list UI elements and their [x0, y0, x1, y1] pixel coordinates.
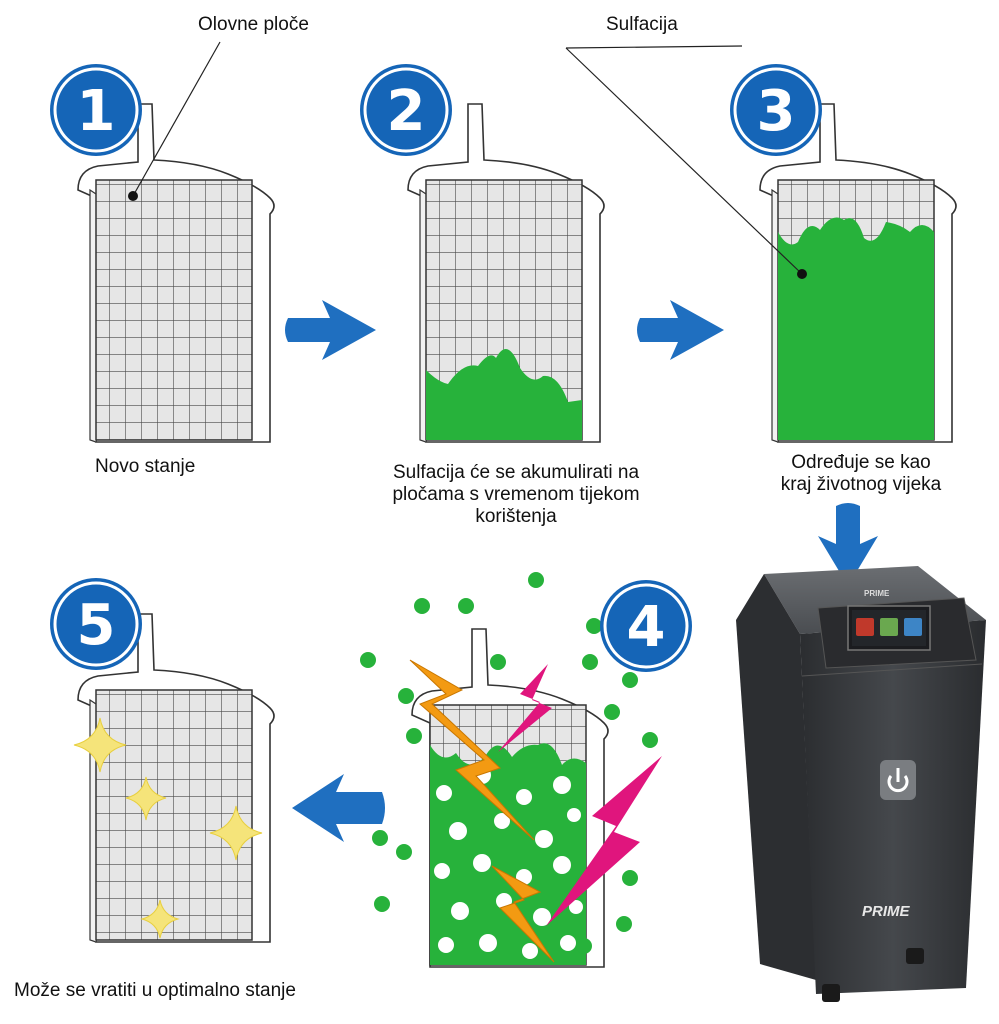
wheel [822, 984, 840, 1002]
step-number: 5 [77, 593, 116, 658]
step-badge-3: 3 [730, 64, 822, 156]
step-badge-4: 4 [600, 580, 692, 672]
device-brand-top: PRIME [864, 589, 890, 598]
step-badge-2: 2 [360, 64, 452, 156]
label-new-state: Novo stanje [95, 456, 196, 477]
plate-1 [77, 103, 275, 443]
label-sulfation: Sulfacija [606, 14, 678, 35]
label-restore-optimal: Može se vratiti u optimalno stanje [14, 980, 296, 1001]
device-brand-front: PRIME [862, 903, 911, 920]
lightning-orange-icon [409, 659, 535, 841]
step-number: 2 [387, 79, 426, 144]
screen-button-2[interactable] [880, 618, 898, 636]
sulfation-leader [565, 47, 803, 275]
label-line: kraj životnog vijeka [780, 474, 942, 495]
sparkle-3-icon [209, 805, 263, 861]
plate-2 [407, 103, 605, 443]
arrow-right-1-icon [285, 300, 376, 360]
label-end-of-life: Određuje se kao kraj životnog vijeka [756, 452, 966, 496]
label-line: korištenja [475, 506, 557, 527]
screen-button-1[interactable] [856, 618, 874, 636]
arrow-right-2-icon [637, 300, 724, 360]
lead-plates-leader [132, 41, 221, 197]
sulfation-layer-low [426, 349, 582, 440]
sulfation-layer-full [778, 217, 934, 440]
sparkle-1-icon [73, 717, 127, 773]
plate-4 [411, 628, 609, 968]
step-number: 1 [77, 79, 116, 144]
arrow-down-icon [818, 503, 878, 586]
plate-5 [77, 613, 275, 943]
label-line: pločama s vremenom tijekom [392, 484, 640, 505]
sulfation-leader-top [565, 45, 743, 49]
sparkle-4-icon [140, 899, 180, 939]
sparkle-2-icon [125, 776, 167, 821]
step-number: 3 [757, 79, 796, 144]
power-icon [887, 768, 909, 793]
screen-button-3[interactable] [904, 618, 922, 636]
wheel [906, 948, 924, 964]
lightning-orange-small-icon [491, 865, 555, 963]
arrow-left-icon [292, 774, 385, 842]
desulfator-device: PRIME PRIME [736, 566, 986, 1002]
step-badge-1: 1 [50, 64, 142, 156]
label-lead-plates: Olovne ploče [198, 14, 309, 35]
step-badge-5: 5 [50, 578, 142, 670]
sulfation-pointer [797, 269, 807, 279]
step-number: 4 [627, 595, 666, 660]
label-line: Sulfacija će se akumulirati na [392, 462, 640, 483]
lightning-magenta-icon [498, 664, 552, 752]
lightning-magenta-large-icon [546, 756, 662, 926]
plate-3 [759, 103, 957, 443]
sulfate-particles [360, 572, 658, 954]
sparkles [73, 717, 263, 939]
label-sulfation-accumulate: Sulfacija će se akumulirati na pločama s… [356, 462, 676, 528]
lead-plates-pointer [128, 191, 138, 201]
label-line: Određuje se kao [791, 452, 931, 473]
